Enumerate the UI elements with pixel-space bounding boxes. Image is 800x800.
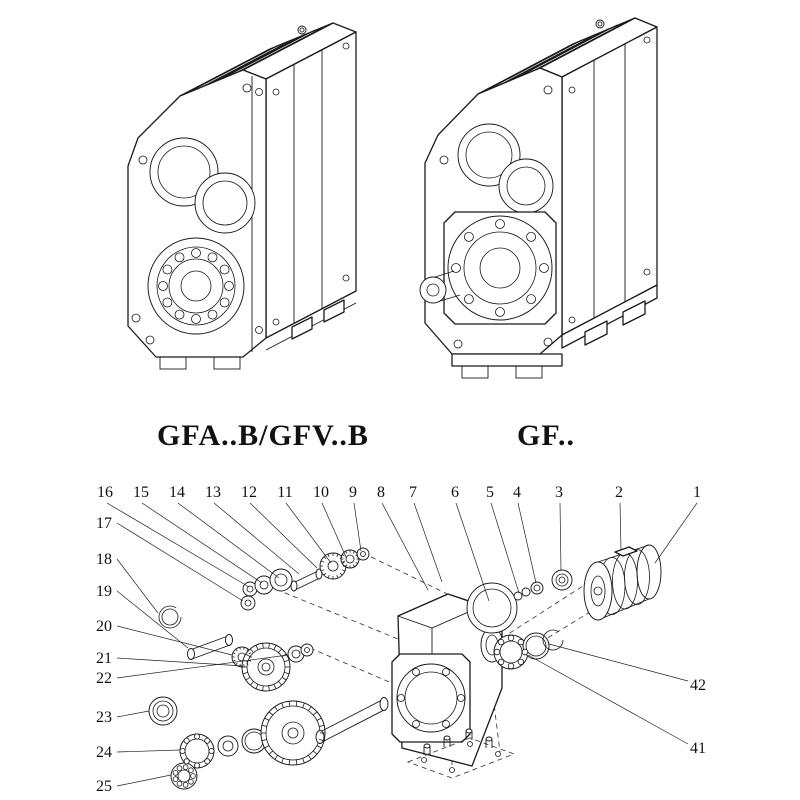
exploded-view: 16 15 14 13 12 11 10 9 8 7 6 5 4 3 2 1 1… — [96, 484, 706, 795]
output-gear — [260, 700, 326, 766]
callout-number: 16 — [97, 484, 113, 501]
intermediate-shaft-parts — [158, 605, 314, 692]
callout-number: 19 — [96, 583, 112, 600]
terminal-box — [614, 546, 638, 557]
callout-number: 14 — [169, 484, 185, 501]
callout-number: 10 — [313, 484, 329, 501]
motor-side-parts — [466, 569, 573, 670]
callout-number: 42 — [690, 677, 706, 694]
output-shaft — [419, 270, 461, 304]
output-flange — [443, 211, 557, 325]
callout-number: 23 — [96, 709, 112, 726]
eyebolt-hole — [595, 19, 605, 29]
gearbox-left-drawing — [127, 22, 357, 370]
callout-number: 24 — [96, 744, 112, 761]
callout-number: 7 — [409, 484, 417, 501]
gearbox-right-drawing — [419, 17, 658, 379]
callout-number: 1 — [693, 484, 701, 501]
circlip — [542, 629, 564, 651]
callout-number: 3 — [555, 484, 563, 501]
callout-number: 2 — [615, 484, 623, 501]
hollow-shaft-bearing — [147, 237, 245, 335]
callout-numbers-left: 17 18 19 20 21 22 23 24 25 — [96, 515, 112, 795]
input-shaft-parts — [240, 547, 370, 611]
callout-numbers-top: 16 15 14 13 12 11 10 9 8 7 6 5 4 3 2 1 — [97, 484, 701, 501]
callout-number: 17 — [96, 515, 112, 532]
callout-number: 25 — [96, 778, 112, 795]
callout-numbers-right: 42 41 — [690, 677, 706, 757]
callout-number: 41 — [690, 740, 706, 757]
callout-number: 11 — [277, 484, 292, 501]
model-label-right: GF.. — [517, 419, 575, 452]
callout-number: 18 — [96, 551, 112, 568]
callout-number: 6 — [451, 484, 459, 501]
eyebolt-hole — [297, 25, 307, 35]
callout-number: 21 — [96, 650, 112, 667]
callout-number: 5 — [486, 484, 494, 501]
circlip — [158, 605, 182, 629]
callout-number: 4 — [513, 484, 521, 501]
callout-number: 20 — [96, 618, 112, 635]
callout-number: 9 — [349, 484, 357, 501]
bolts — [423, 728, 493, 755]
callout-number: 15 — [133, 484, 149, 501]
output-shaft-parts — [148, 696, 389, 790]
flange-gasket — [466, 582, 518, 634]
callout-number: 8 — [377, 484, 385, 501]
leader-lines — [106, 502, 698, 787]
model-label-left: GFA..B/GFV..B — [157, 419, 369, 452]
callout-number: 13 — [205, 484, 221, 501]
motor-unit — [583, 544, 662, 621]
cover-plate — [406, 728, 516, 779]
callout-number: 12 — [241, 484, 257, 501]
callout-number: 22 — [96, 670, 112, 687]
